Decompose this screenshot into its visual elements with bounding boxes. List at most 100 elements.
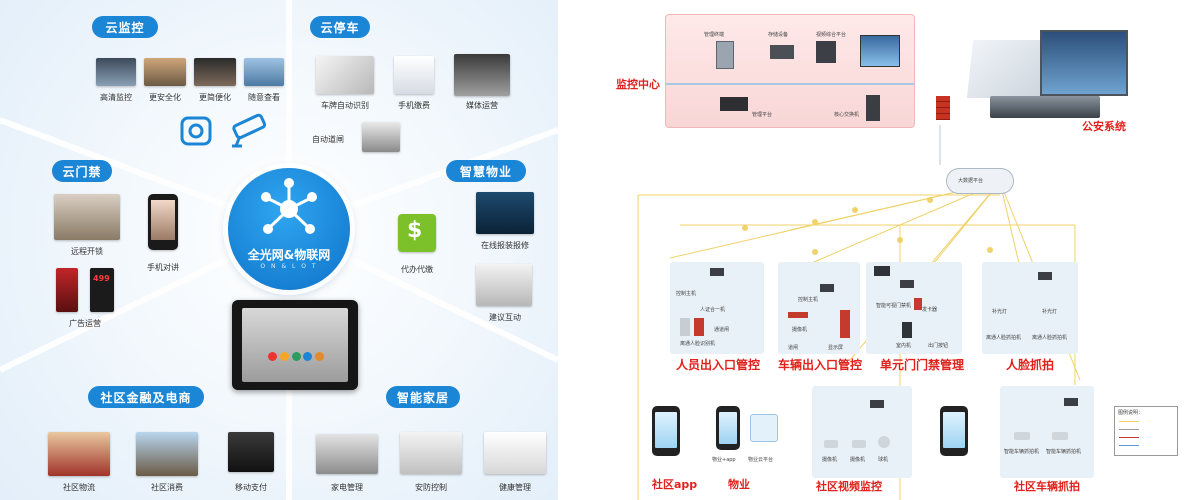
dome-camera-icon: [878, 436, 890, 448]
consumption-image: [136, 432, 198, 476]
remote-unlock-image: [54, 194, 120, 240]
vehicle-item: 智能车辆抓拍机: [1046, 449, 1082, 455]
section-title-cloud-access: 云门禁: [52, 160, 112, 182]
mobile-payment-image: [394, 56, 434, 94]
video-item: 球机: [878, 457, 889, 463]
switch-icon: [710, 268, 724, 276]
recorder-icon: [874, 266, 890, 276]
zone-face: 补光灯 离通人脸抓拍机 补光灯 离通人脸抓拍机: [982, 262, 1078, 354]
hub-circle: 全光网&物联网 O N & L O T: [228, 168, 350, 290]
monitor-center-box: 管理终端 存储设备 视频综合平台 管理平台 核心交换机: [665, 14, 915, 128]
customer-service-image: [476, 264, 532, 306]
section-title-cloud-parking: 云停车: [310, 16, 370, 38]
caption: 社区消费: [151, 483, 183, 492]
left-panel: 云监控 高清监控 更安全化 更简便化 随意查看 云停车 车牌自动识别 手机缴费 …: [0, 0, 558, 500]
video-platform-icon: [816, 41, 836, 63]
caption: 远程开锁: [71, 247, 103, 256]
firewall-icon: [936, 96, 950, 120]
device-label: 道闸: [788, 345, 799, 351]
device-label: 发卡器: [922, 307, 938, 313]
device-label: 补光灯: [1042, 309, 1058, 315]
device-label: 通道闸: [714, 327, 730, 333]
video-label: 社区视频监控: [816, 480, 882, 493]
property-label: 物业: [728, 478, 750, 491]
section-title-cloud-monitor: 云监控: [92, 16, 158, 38]
device-label: 控制主机: [798, 297, 819, 303]
section-title-smart-property: 智慧物业: [446, 160, 526, 182]
device-label: 管理平台: [752, 112, 773, 118]
device-label: 视频综合平台: [816, 32, 847, 38]
camera-icon: [824, 440, 838, 448]
network-node-icon: [261, 178, 317, 234]
camera-icon: [1052, 432, 1068, 440]
zone-vehicle-label: 车辆出入口管控: [778, 358, 863, 372]
barrier-icon: [788, 312, 808, 318]
police-video-wall-image: [1040, 30, 1128, 96]
smart-terminal-device: [232, 300, 358, 390]
cloud-icon: [946, 168, 1014, 194]
community-app-phone: [652, 406, 680, 456]
management-platform-icon: [720, 97, 748, 111]
dome-camera-icon: [180, 116, 212, 146]
switch-icon: [900, 280, 914, 288]
hd-monitor-image: [96, 58, 136, 86]
anytime-view-image: [244, 58, 284, 86]
switch-icon: [820, 284, 834, 292]
caption: 更简便化: [199, 93, 231, 102]
device-label: 显示屏: [828, 345, 844, 351]
section-title-smart-home: 智能家居: [386, 386, 460, 408]
zone-personnel: 控制主机 人证合一机 通道闸 离通人脸识别机: [670, 262, 764, 354]
security-control-image: [400, 432, 462, 474]
caption: 手机缴费: [398, 101, 430, 110]
convenience-image: [194, 58, 236, 86]
hub-subtitle: O N & L O T: [260, 263, 318, 270]
phone-intercom-image: [148, 194, 178, 250]
camera-icons: [180, 113, 267, 148]
zone-face-label: 人脸抓拍: [1006, 358, 1055, 372]
appliance-image: [316, 434, 378, 474]
section-title-finance: 社区金融及电商: [88, 386, 204, 408]
property-item: 物业+app: [712, 457, 736, 463]
caption: 社区物流: [63, 483, 95, 492]
police-label: 公安系统: [1082, 120, 1126, 133]
cctv-camera-icon: [232, 113, 267, 148]
legend-title: 图例说明：: [1118, 410, 1144, 416]
caption: 高清监控: [100, 93, 132, 102]
caption: 健康管理: [499, 483, 531, 492]
caption: 媒体运营: [466, 101, 498, 110]
caption: 车牌自动识别: [321, 101, 369, 110]
payment-icon: $: [398, 214, 436, 252]
device-label: 核心交换机: [834, 112, 860, 118]
storage-icon: [770, 45, 794, 59]
zone-video: 摄像机 摄像机 球机: [812, 386, 912, 478]
security-image: [144, 58, 186, 86]
video-wall-icon: [860, 35, 900, 67]
camera-icon: [852, 440, 866, 448]
gate-icon: [680, 318, 690, 336]
property-cloud-icon: [750, 414, 778, 442]
property-app-phone: [716, 406, 740, 450]
device-label: 补光灯: [992, 309, 1008, 315]
device-label: 存储设备: [768, 32, 789, 38]
vehicle-item: 智能车辆抓拍机: [1004, 449, 1040, 455]
media-image: [454, 54, 510, 96]
indoor-unit-icon: [902, 322, 912, 338]
device-label: 控制主机: [676, 291, 697, 297]
ad-kiosk-image: 499: [90, 268, 114, 312]
management-terminal-icon: [716, 41, 734, 69]
app-phone: [940, 406, 968, 456]
video-item: 摄像机: [850, 457, 866, 463]
switch-icon: [1064, 398, 1078, 406]
device-label: 人证合一机: [700, 307, 726, 313]
health-image: [484, 432, 546, 474]
repair-service-image: [476, 192, 534, 234]
device-label: 离通人脸识别机: [680, 341, 716, 347]
caption: 手机对讲: [147, 263, 179, 272]
device-label: 智能可视门禁机: [876, 303, 912, 309]
switch-icon: [1038, 272, 1052, 280]
device-label: 出门按钮: [928, 343, 949, 349]
monitor-center-label: 监控中心: [616, 78, 660, 91]
ad-price: 499: [93, 274, 110, 283]
caption: 在线报装报修: [481, 241, 529, 250]
zone-personnel-label: 人员出入口管控: [676, 358, 761, 372]
